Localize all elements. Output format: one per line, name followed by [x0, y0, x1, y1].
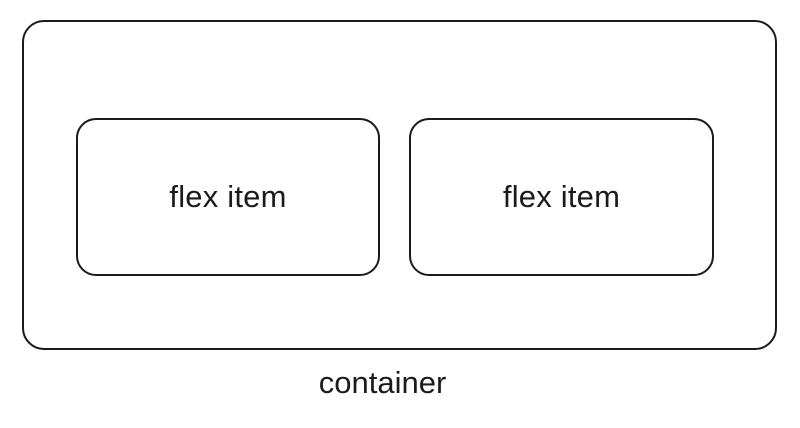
- container-label: container: [318, 365, 447, 400]
- flex-item-1: flex item: [76, 118, 380, 276]
- flex-container-box: [22, 20, 777, 350]
- flex-item-label: flex item: [502, 179, 621, 214]
- flex-item-2: flex item: [409, 118, 714, 276]
- flex-item-label: flex item: [169, 179, 287, 214]
